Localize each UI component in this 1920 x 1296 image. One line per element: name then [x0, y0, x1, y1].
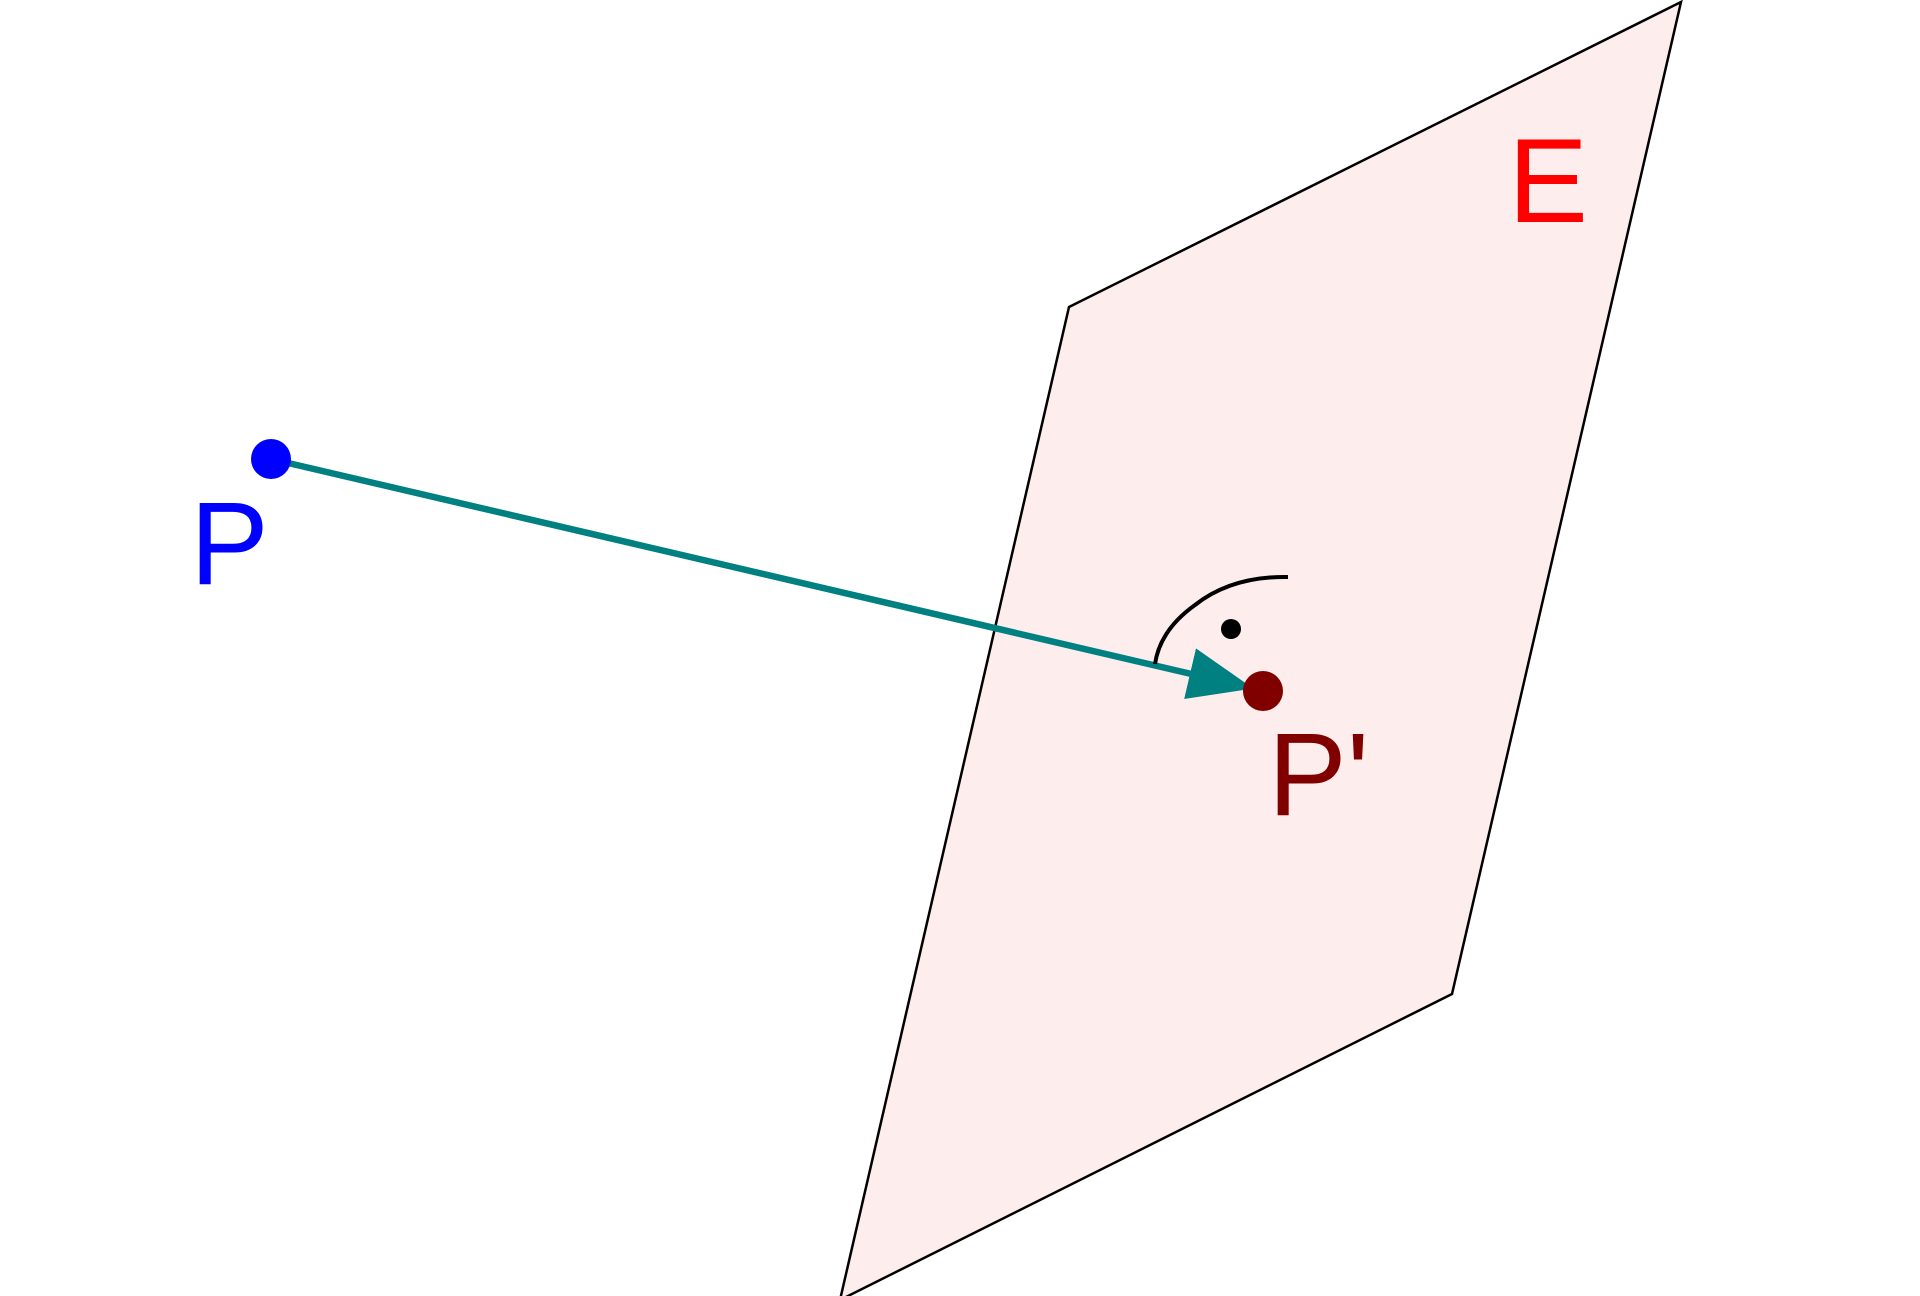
- point-p: [251, 439, 291, 479]
- point-p-label: P: [190, 478, 269, 610]
- right-angle-arc: [1153, 574, 1289, 665]
- plane-label: E: [1508, 114, 1588, 248]
- point-p-prime-label: P': [1268, 709, 1369, 841]
- point-p-prime: [1243, 671, 1283, 711]
- right-angle-dot: [1221, 619, 1241, 639]
- plane-e: [839, 0, 1683, 1296]
- projection-vector: [270, 455, 1254, 700]
